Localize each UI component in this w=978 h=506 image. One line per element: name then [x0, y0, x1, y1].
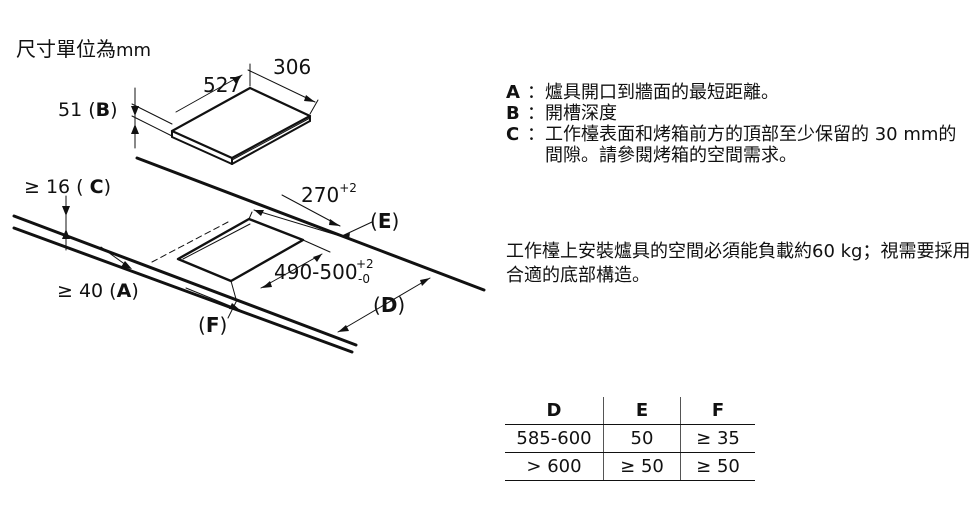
legend-notes: A ： 爐具開口到牆面的最短距離。 B ： 開槽深度 C ： 工作檯表面和烤箱前…: [506, 82, 971, 166]
cutout-diagram: 527 306 51 (B) ≥ 16 ( C) 270+2 (E) 490-5…: [12, 55, 486, 354]
note-a-key: A: [506, 82, 520, 103]
table-header-e: E: [603, 397, 681, 425]
note-b-sep: ：: [527, 103, 545, 124]
note-a-sep: ：: [527, 82, 545, 103]
worktop-drawing: [12, 156, 486, 354]
hob-dimensions: [131, 63, 319, 149]
table-header-row: D E F: [505, 397, 755, 425]
key-f: (F): [198, 313, 227, 337]
note-c-sep: ：: [527, 124, 545, 145]
table-header-f: F: [680, 397, 755, 425]
units-title: 尺寸單位為: [16, 37, 116, 61]
table-cell: ≥ 35: [680, 424, 755, 453]
table-cell: ≥ 50: [680, 452, 755, 481]
clearance-table: D E F 585-600 50 ≥ 35 > 600 ≥ 50 ≥ 50: [505, 397, 755, 481]
note-b-key: B: [506, 103, 520, 124]
units-mm: mm: [116, 40, 152, 61]
note-b: B ： 開槽深度: [506, 103, 971, 124]
dim-490-500: 490-500: [274, 260, 358, 284]
note-c: C ： 工作檯表面和烤箱前方的頂部至少保留的 30 mm的間隙。請參閱烤箱的空間…: [506, 124, 971, 166]
table-cell: ≥ 50: [603, 452, 681, 481]
table-row: 585-600 50 ≥ 35: [505, 424, 755, 453]
note-a: A ： 爐具開口到牆面的最短距離。: [506, 82, 971, 103]
table-header-d: D: [505, 397, 604, 425]
dim-51-b: 51 (B): [58, 99, 118, 121]
key-e: (E): [370, 209, 399, 233]
note-c-text: 工作檯表面和烤箱前方的頂部至少保留的 30 mm的間隙。請參閱烤箱的空間需求。: [545, 124, 957, 166]
units-caption: 尺寸單位為mm: [16, 33, 151, 62]
dim-270: 270+2: [301, 181, 357, 207]
dim-306: 306: [273, 55, 311, 79]
table-row: > 600 ≥ 50 ≥ 50: [505, 452, 755, 481]
dim-490-500-tol-plus: +2: [356, 257, 374, 271]
note-a-text: 爐具開口到牆面的最短距離。: [545, 82, 779, 103]
load-note: 工作檯上安裝爐具的空間必須能負載約60 kg；視需要採用合適的底部構造。: [506, 241, 971, 286]
arrowheads: [62, 75, 430, 332]
key-d: (D): [373, 293, 405, 317]
note-c-key: C: [506, 124, 520, 145]
table-cell: > 600: [505, 452, 604, 481]
dim-min-40-a: ≥ 40 (A): [57, 280, 139, 302]
note-b-text: 開槽深度: [545, 103, 617, 124]
hob-drawing: [170, 86, 312, 165]
table-cell: 585-600: [505, 424, 604, 453]
dim-490-500-tol-minus: -0: [358, 272, 370, 286]
cutout-dimensions: [65, 194, 431, 333]
dim-527: 527: [203, 73, 241, 97]
table-cell: 50: [603, 424, 681, 453]
dim-min-16-c: ≥ 16 ( C): [24, 176, 111, 198]
